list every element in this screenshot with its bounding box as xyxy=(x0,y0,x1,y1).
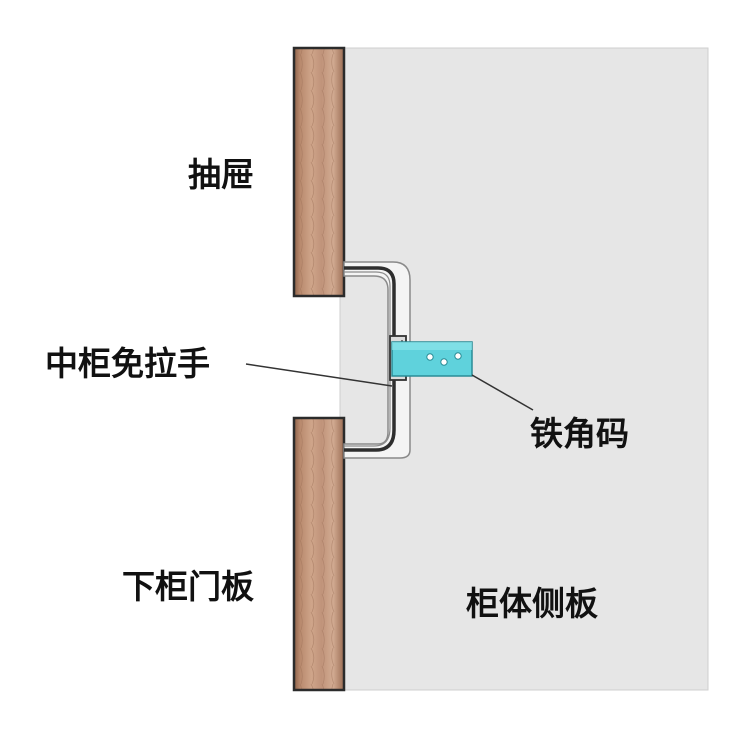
drawer-panel xyxy=(292,46,346,298)
label-iron-bracket: 铁角码 xyxy=(530,414,629,453)
lower-door-panel xyxy=(292,416,346,692)
label-drawer: 抽屉 xyxy=(188,155,254,194)
label-cabinet-side-panel: 柜体侧板 xyxy=(466,584,598,623)
bracket-hole-3 xyxy=(454,352,462,360)
label-lower-door-panel: 下柜门板 xyxy=(122,567,254,606)
leader-line-bracket xyxy=(471,374,534,411)
iron-bracket xyxy=(391,341,473,377)
bracket-hole-1 xyxy=(426,353,434,361)
label-handle-free-profile: 中柜免拉手 xyxy=(45,344,210,383)
leader-line-profile xyxy=(245,363,393,387)
bracket-hole-2 xyxy=(440,358,448,366)
